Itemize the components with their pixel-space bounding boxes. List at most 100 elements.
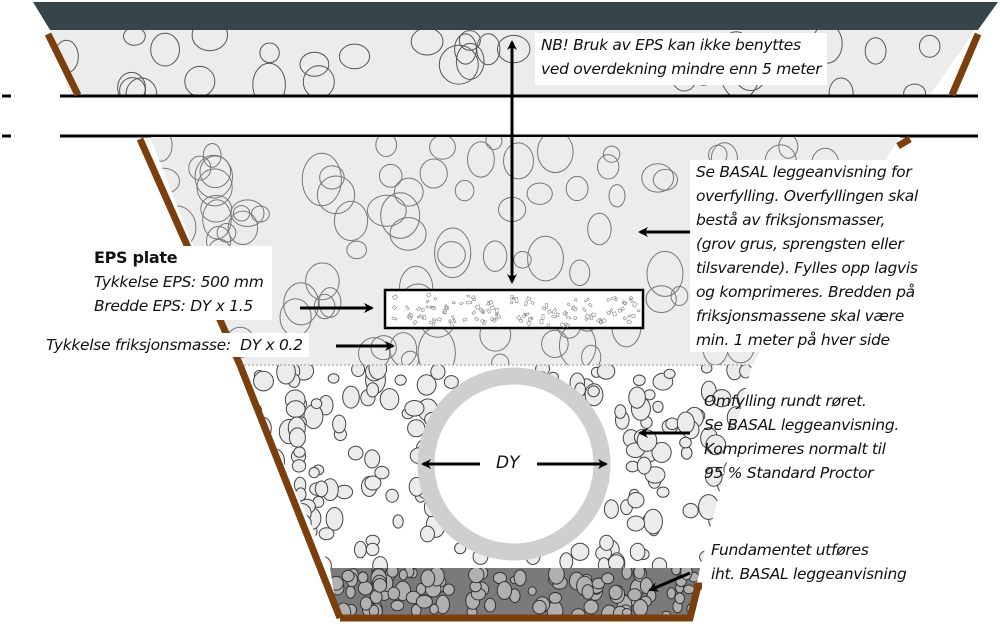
trench-walls [44, 32, 982, 622]
stone [284, 545, 300, 559]
eps-fleck [480, 309, 486, 315]
eps-fleck [472, 297, 476, 301]
eps-fleck [516, 314, 522, 321]
stone [202, 199, 232, 240]
stone [380, 192, 421, 239]
stone [497, 34, 531, 64]
eps-fleck [490, 317, 495, 322]
stone [347, 445, 364, 461]
stone [357, 571, 369, 584]
note-line: Se BASAL leggeanvisning. [704, 416, 899, 434]
stone [308, 467, 320, 479]
stone [621, 568, 633, 580]
stone [652, 400, 664, 413]
eps-fleck [479, 318, 486, 324]
eps-fleck [466, 300, 472, 305]
eps-fleck [451, 301, 456, 305]
eps-fleck [539, 318, 544, 325]
stone [712, 389, 732, 408]
eps-fleck [442, 310, 447, 315]
stone [341, 569, 355, 583]
stone [318, 287, 342, 318]
eps-fleck [606, 297, 611, 302]
stone [621, 608, 633, 615]
stone [372, 578, 388, 593]
stone [434, 227, 472, 279]
eps-fleck [436, 317, 442, 322]
stone [316, 175, 356, 215]
stone [410, 30, 444, 56]
stone [532, 599, 547, 615]
eps-fleck [448, 319, 452, 323]
stone [627, 492, 645, 509]
stone [652, 168, 679, 191]
wall-right-stub [896, 135, 912, 150]
stone [476, 33, 501, 66]
stone [603, 499, 619, 519]
stone [636, 456, 652, 475]
eps-fleck [421, 307, 425, 312]
eps-fleck [426, 292, 432, 298]
top-surface-layer [33, 2, 998, 30]
stone [305, 262, 340, 301]
stone [188, 155, 212, 181]
stone [386, 568, 399, 578]
note-foundation: Fundamentet utføres iht. BASAL leggeanvi… [707, 538, 911, 586]
stone [358, 337, 391, 365]
stone [125, 77, 158, 95]
eps-fleck [444, 305, 449, 311]
eps-fleck [462, 317, 468, 322]
stone [778, 137, 799, 159]
eps-fleck [491, 317, 497, 323]
stone [537, 137, 574, 174]
stone [526, 182, 553, 205]
eps-fleck [611, 296, 617, 300]
eps-texture [391, 292, 641, 328]
friction-thickness-text: Tykkelse friksjonsmasse: DY x 0.2 [46, 336, 303, 354]
eps-fleck [544, 302, 549, 309]
stone [357, 580, 373, 596]
stone [338, 43, 371, 70]
stone [379, 388, 400, 411]
eps-fleck [428, 320, 434, 325]
stone [587, 212, 612, 246]
stone [485, 137, 503, 151]
stone [244, 478, 265, 501]
eps-fleck [637, 309, 641, 312]
stone [570, 542, 590, 561]
stone [365, 542, 380, 557]
note-line: Komprimeres normalt til [704, 440, 886, 458]
stone [641, 163, 675, 193]
stone [265, 493, 281, 510]
eps-fleck [488, 299, 494, 306]
eps-fleck [419, 314, 425, 320]
stone [393, 177, 424, 207]
stone [288, 427, 306, 448]
eps-fleck [416, 306, 422, 312]
stone [333, 200, 369, 242]
stone [419, 158, 448, 189]
eps-fleck [514, 297, 519, 303]
stone [385, 488, 399, 503]
stone [364, 449, 381, 469]
eps-fleck [471, 310, 477, 315]
stone [458, 30, 481, 51]
stone [633, 568, 646, 580]
eps-fleck [391, 317, 398, 321]
stone [628, 386, 646, 409]
eps-fleck [566, 302, 571, 307]
stone [375, 137, 398, 157]
stone [261, 534, 280, 556]
stone [665, 417, 680, 431]
stone [387, 586, 401, 601]
stone [496, 581, 513, 600]
eps-fleck [496, 312, 502, 320]
stone [191, 30, 229, 52]
stone [527, 235, 564, 282]
eps-fleck [523, 300, 529, 307]
eps-fleck [452, 318, 457, 324]
eps-fleck [482, 319, 487, 326]
stone [401, 350, 420, 365]
eps-fleck [466, 294, 471, 298]
stone [119, 77, 146, 95]
